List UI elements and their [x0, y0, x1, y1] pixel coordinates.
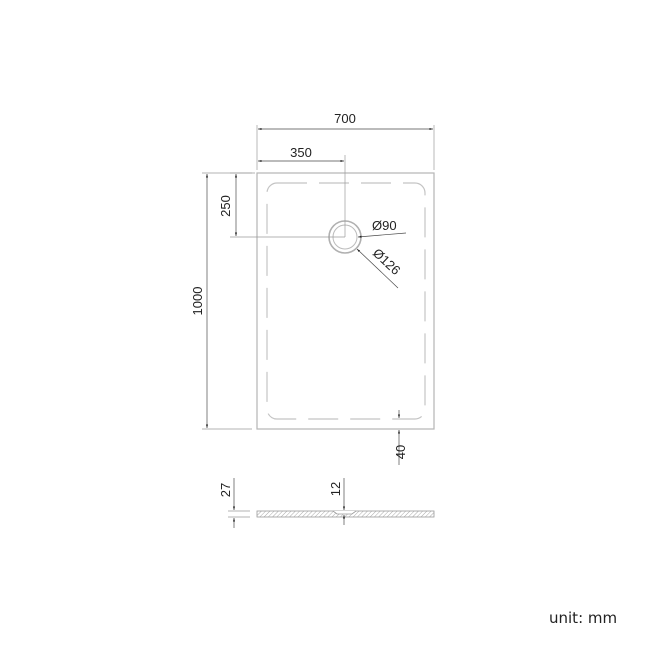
unit-label: unit: mm: [549, 609, 618, 627]
dim-width: 700: [256, 111, 435, 170]
dim-rim: 40: [393, 410, 408, 465]
dim-drain-offset-x: 350: [258, 145, 346, 237]
section-height-label: 27: [218, 483, 233, 497]
section-drain-depth-label: 12: [328, 482, 343, 496]
section-drain-recess: [332, 510, 357, 515]
tray-outline: [256, 172, 435, 430]
rim-label: 40: [393, 445, 408, 459]
dim-drain-inner-diameter: Ø90: [357, 218, 407, 238]
tray-inner-basin: [266, 182, 426, 420]
tray-section-view: 27 12: [218, 478, 435, 528]
width-label: 700: [334, 111, 356, 126]
tray-plan-view: [256, 172, 435, 430]
drain-offset-x-label: 350: [290, 145, 312, 160]
dim-drain-outer-diameter: Ø126: [356, 245, 403, 289]
length-label: 1000: [190, 287, 205, 316]
dim-length: 1000: [190, 172, 252, 430]
drain-inner-diameter-label: Ø90: [372, 218, 397, 233]
drain-offset-y-label: 250: [218, 195, 233, 217]
drain-outer-diameter-label: Ø126: [370, 245, 403, 278]
